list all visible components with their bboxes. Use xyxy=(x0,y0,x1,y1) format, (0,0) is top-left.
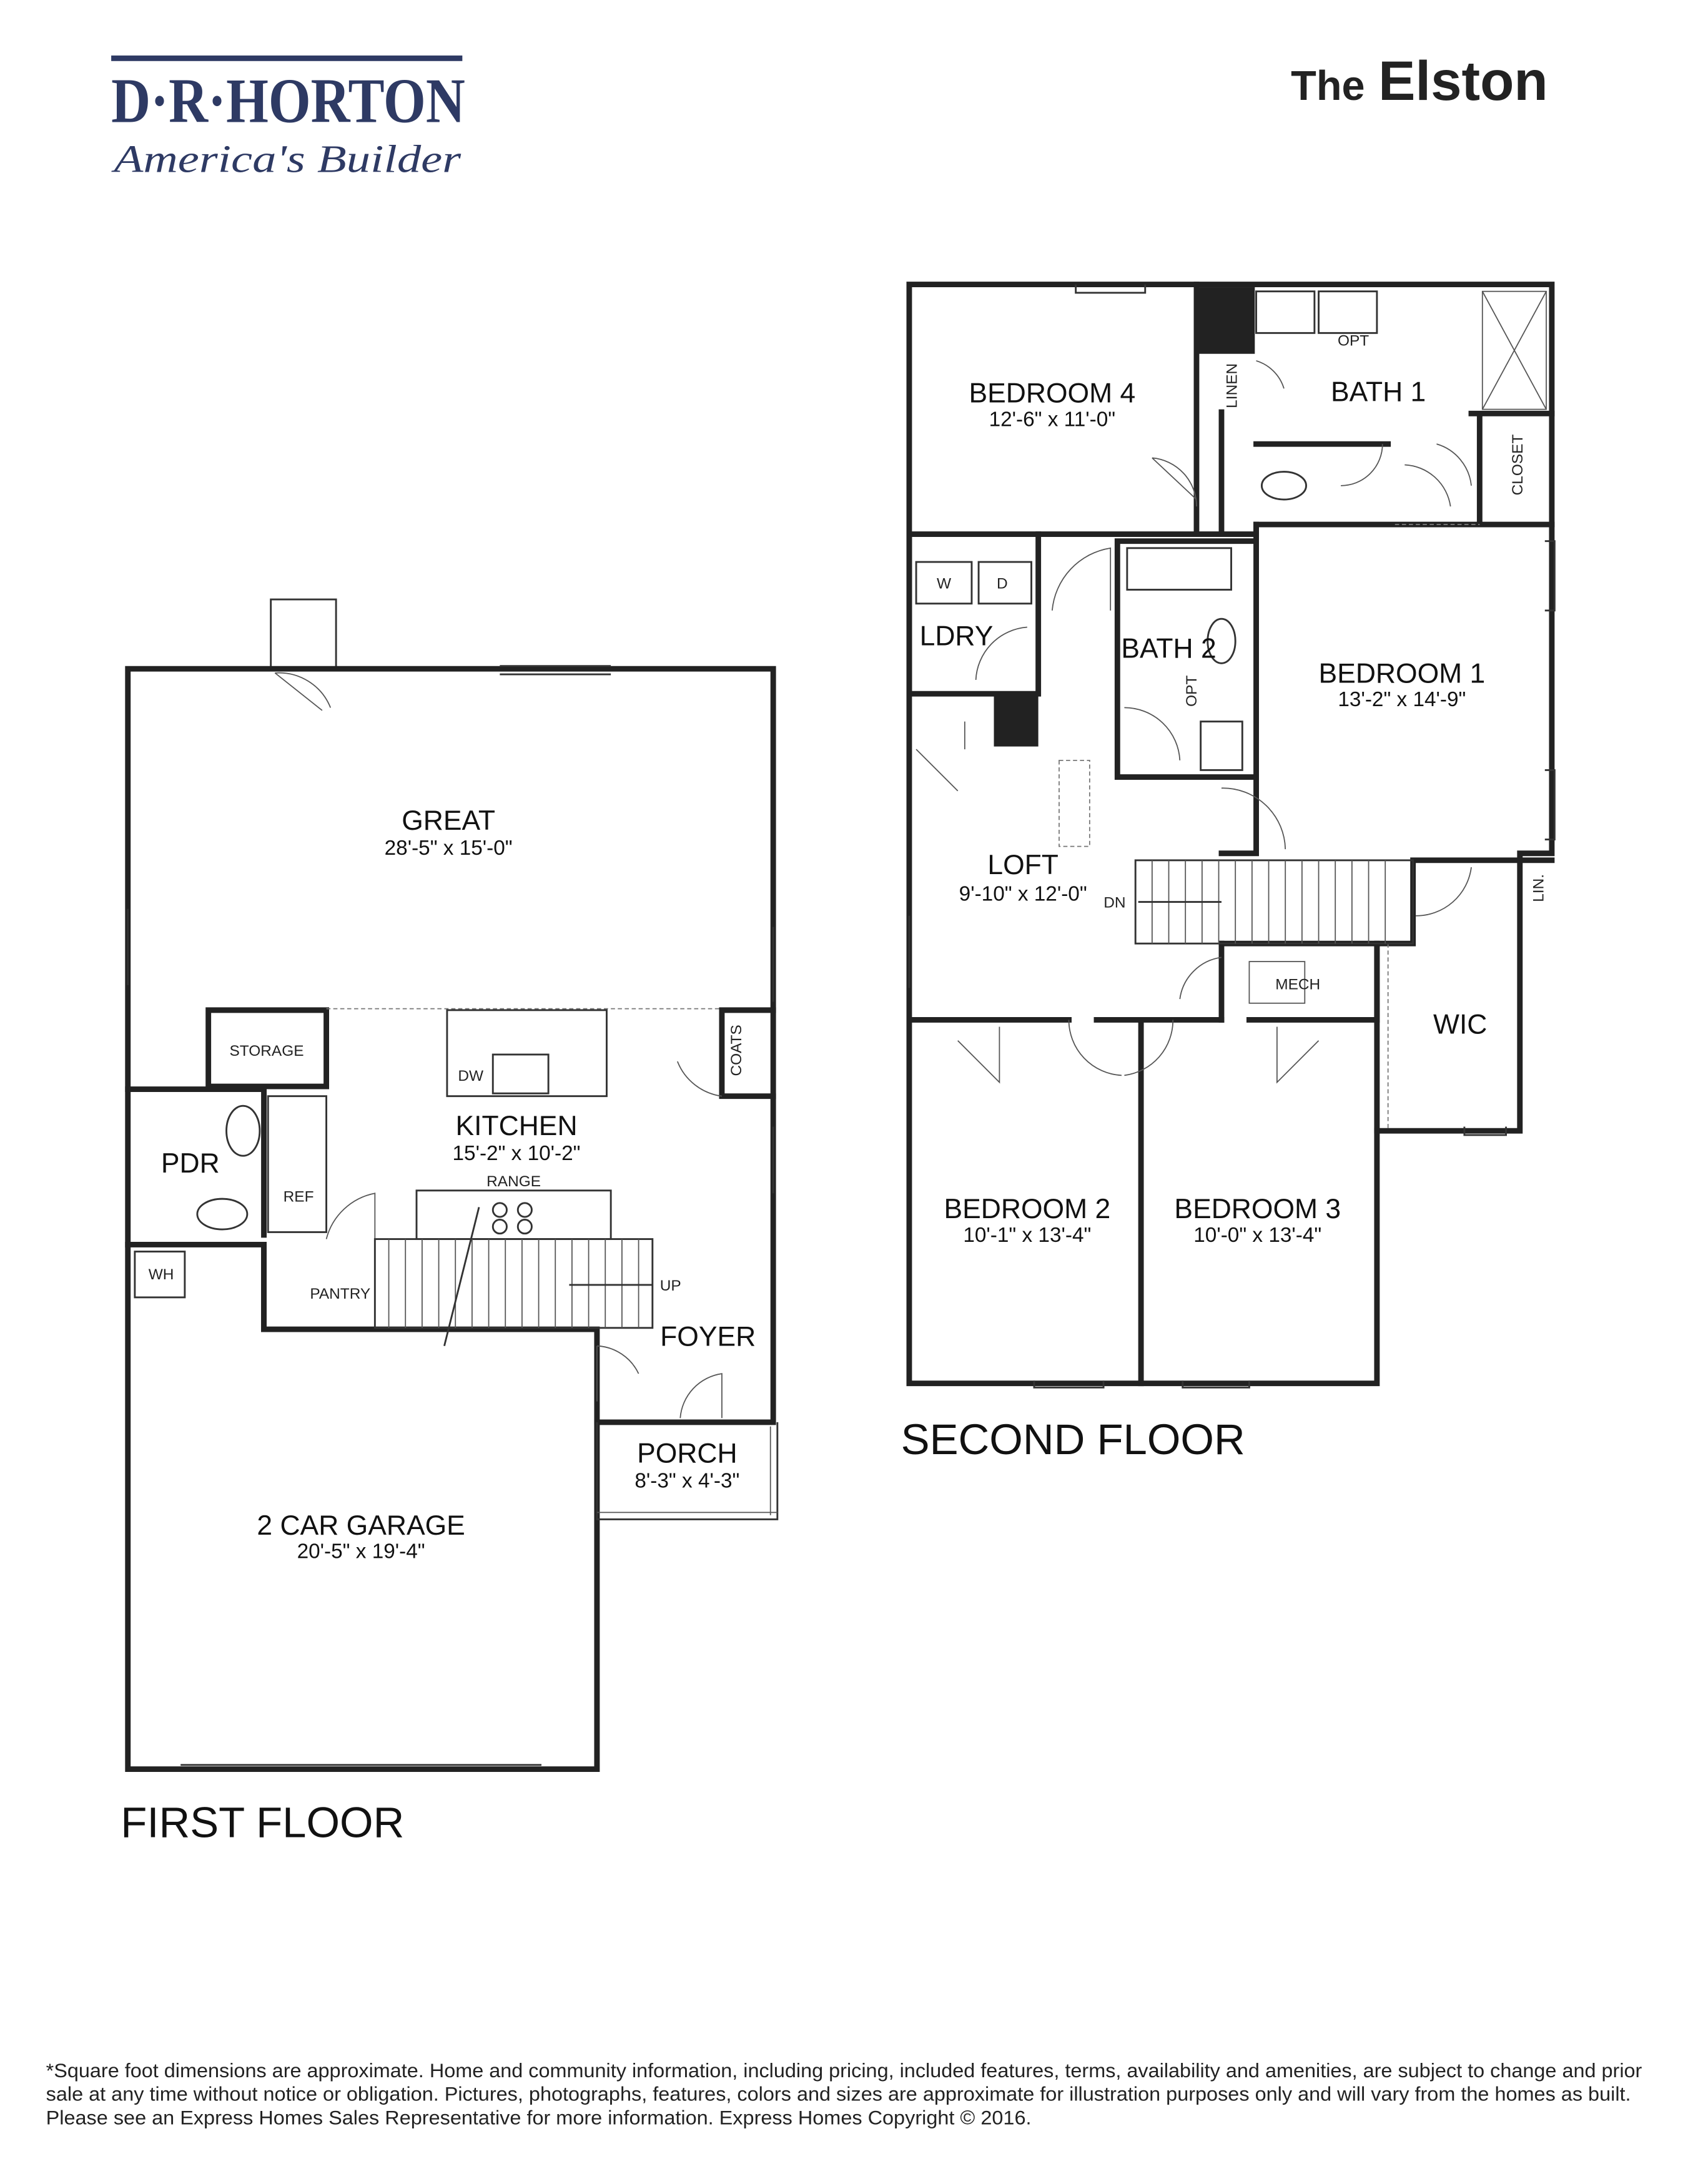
disclaimer: *Square foot dimensions are approximate.… xyxy=(46,2060,1642,2129)
label-range: RANGE xyxy=(486,1173,541,1190)
first-floor-label: FIRST FLOOR xyxy=(121,1798,404,1846)
label-coats: COATS xyxy=(728,1025,745,1076)
label-linen: LINEN xyxy=(1223,363,1240,408)
second-floor-plan: BEDROOM 4 12'-6" x 11'-0" LINEN BATH 1 O… xyxy=(901,282,1556,1463)
second-floor-stairs xyxy=(1134,859,1414,945)
label-ref: REF xyxy=(284,1189,314,1206)
dims-bedroom-4: 12'-6" x 11'-0" xyxy=(989,408,1116,431)
label-lin: LIN. xyxy=(1531,874,1547,902)
room-garage: 2 CAR GARAGE xyxy=(257,1510,465,1541)
svg-text:Elston: Elston xyxy=(1378,50,1548,112)
dims-porch: 8'-3" x 4'-3" xyxy=(634,1469,739,1492)
room-wic: WIC xyxy=(1433,1010,1487,1040)
label-washer: W xyxy=(937,575,951,592)
svg-text:D·R·HORTON: D·R·HORTON xyxy=(111,66,465,137)
disclaimer-line-3: Please see an Express Homes Sales Repres… xyxy=(46,2107,1032,2128)
room-bath-2: BATH 2 xyxy=(1121,633,1216,664)
room-bath-1: BATH 1 xyxy=(1331,376,1426,407)
disclaimer-line-1: *Square foot dimensions are approximate.… xyxy=(46,2060,1642,2082)
dims-loft: 9'-10" x 12'-0" xyxy=(959,882,1087,905)
dims-kitchen: 15'-2" x 10'-2" xyxy=(453,1142,581,1165)
svg-text:America's Builder: America's Builder xyxy=(111,139,461,181)
room-great: GREAT xyxy=(402,805,495,836)
room-porch: PORCH xyxy=(637,1438,737,1468)
label-storage: STORAGE xyxy=(229,1043,304,1060)
first-floor-plan: GREAT 28'-5" x 15'-0" STORAGE KITCHEN 15… xyxy=(121,598,779,1846)
dims-bedroom-2: 10'-1" x 13'-4" xyxy=(963,1224,1091,1247)
label-up: UP xyxy=(660,1277,681,1294)
label-wh: WH xyxy=(149,1266,174,1283)
room-foyer: FOYER xyxy=(660,1322,756,1352)
room-bedroom-2: BEDROOM 2 xyxy=(944,1194,1111,1224)
first-floor-stairs xyxy=(373,1207,654,1347)
second-floor-label: SECOND FLOOR xyxy=(901,1415,1245,1463)
dims-garage: 20'-5" x 19'-4" xyxy=(297,1540,425,1563)
label-opt-bath-2: OPT xyxy=(1183,676,1200,707)
room-bedroom-4: BEDROOM 4 xyxy=(969,378,1136,408)
room-bedroom-1: BEDROOM 1 xyxy=(1319,658,1486,689)
label-dw: DW xyxy=(458,1068,483,1085)
plan-title: The Elston xyxy=(1291,50,1548,112)
dims-bedroom-3: 10'-0" x 13'-4" xyxy=(1193,1224,1321,1247)
label-dryer: D xyxy=(997,575,1008,592)
room-loft: LOFT xyxy=(987,850,1059,880)
label-opt-bath-1: OPT xyxy=(1338,332,1369,349)
label-dn: DN xyxy=(1103,894,1125,911)
label-pantry: PANTRY xyxy=(310,1286,370,1302)
dr-horton-logo: D·R·HORTON America's Builder xyxy=(111,55,465,181)
svg-text:The: The xyxy=(1291,63,1365,109)
room-pdr: PDR xyxy=(161,1148,220,1179)
label-mech: MECH xyxy=(1275,976,1320,993)
room-kitchen: KITCHEN xyxy=(455,1111,577,1141)
dims-great: 28'-5" x 15'-0" xyxy=(385,837,513,860)
room-bedroom-3: BEDROOM 3 xyxy=(1174,1194,1341,1224)
dims-bedroom-1: 13'-2" x 14'-9" xyxy=(1338,688,1466,711)
label-closet: CLOSET xyxy=(1509,435,1526,496)
disclaimer-line-2: sale at any time without notice or oblig… xyxy=(46,2083,1631,2105)
room-laundry: LDRY xyxy=(920,621,994,651)
